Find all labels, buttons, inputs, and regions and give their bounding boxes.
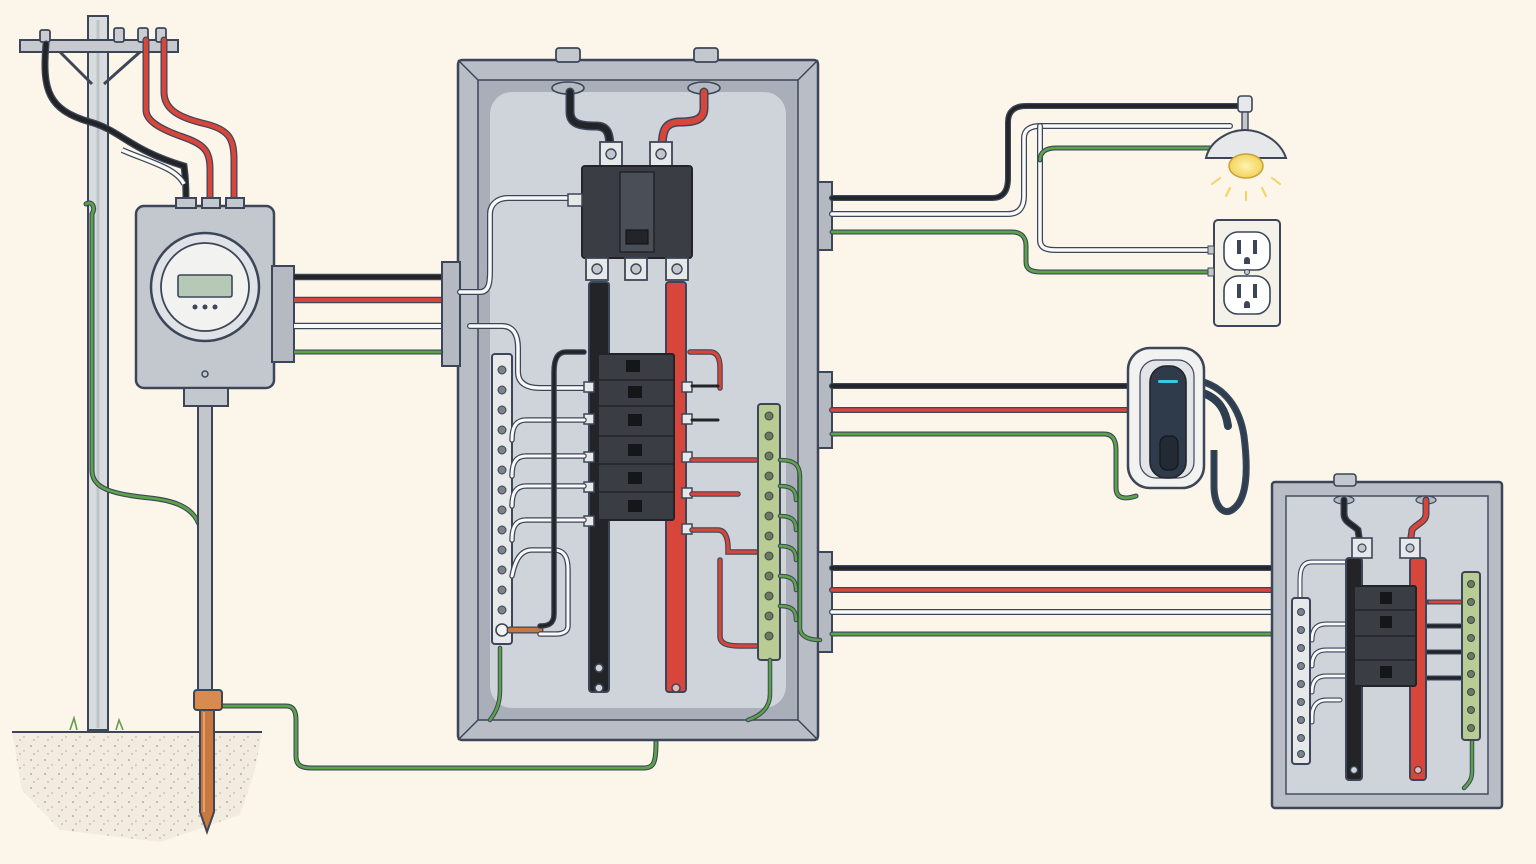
sub-ground-bar xyxy=(1461,571,1481,741)
outlet-icon xyxy=(1207,219,1281,327)
meter-display xyxy=(177,274,233,298)
feeder-meter-to-panel xyxy=(294,273,446,355)
charger-status-led xyxy=(1158,380,1178,383)
neutral-bus-bar xyxy=(491,353,513,645)
neutral-bar-screws xyxy=(497,365,507,615)
double-pole-breaker-icon xyxy=(567,141,693,281)
panel-ground-wires xyxy=(487,457,823,723)
branch-red-wires xyxy=(687,349,759,649)
ground-rod-icon xyxy=(193,689,223,836)
ev-charger-icon xyxy=(1126,346,1250,515)
ground-bus-bar xyxy=(757,403,781,661)
lighting-outlet-circuit xyxy=(829,103,1243,275)
branch-breakers-sub xyxy=(1353,585,1417,687)
breaker-handles xyxy=(626,360,642,512)
sub-neutral-bar xyxy=(1291,597,1311,765)
sub-panel-feeder xyxy=(829,565,1275,637)
utility-pole-icon xyxy=(19,15,179,731)
meter-conduit xyxy=(197,403,213,697)
ceiling-lamp-icon xyxy=(1204,95,1288,201)
branch-neutral-wires xyxy=(509,417,587,637)
light-rays xyxy=(1211,177,1281,201)
electric-meter-icon xyxy=(134,197,295,407)
breaker-slots xyxy=(598,379,674,493)
service-neutral-wire-inner xyxy=(121,148,186,185)
branch-black-wires xyxy=(537,349,587,629)
ev-charger-circuit xyxy=(829,383,1139,501)
branch-breakers-main xyxy=(583,353,693,535)
service-entrance-conductors xyxy=(457,87,709,391)
pole-insulators xyxy=(39,27,167,43)
